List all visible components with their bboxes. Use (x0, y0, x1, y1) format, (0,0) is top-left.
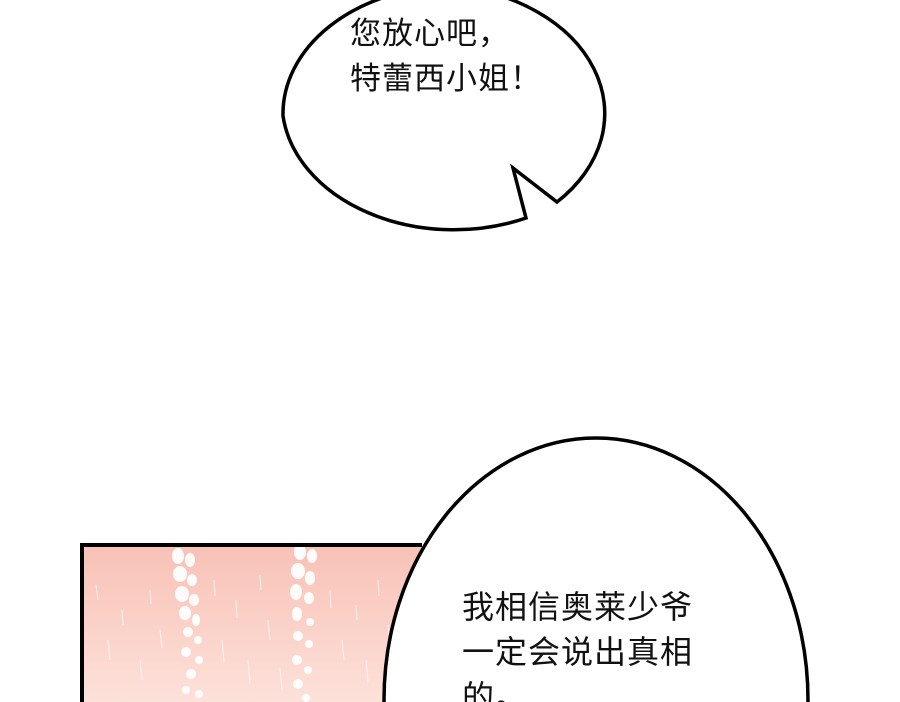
rain-streaks (95, 574, 391, 691)
speech-bubble-bottom (382, 436, 810, 702)
speech-text-top: 您放心吧， 特蕾西小姐！ (350, 12, 542, 102)
speech-line: 我相信奥莱少爷 (462, 588, 694, 626)
speech-line: 一定会说出真相 (462, 633, 694, 671)
speech-bubble-top (281, 0, 607, 232)
speech-line: 特蕾西小姐！ (350, 61, 542, 97)
speech-text-bottom: 我相信奥莱少爷 一定会说出真相 的。 (462, 585, 693, 702)
speech-line: 您放心吧， (350, 16, 510, 52)
pink-panel (80, 543, 422, 702)
speech-line: 的。 (462, 678, 529, 702)
lace-pattern (172, 545, 317, 702)
